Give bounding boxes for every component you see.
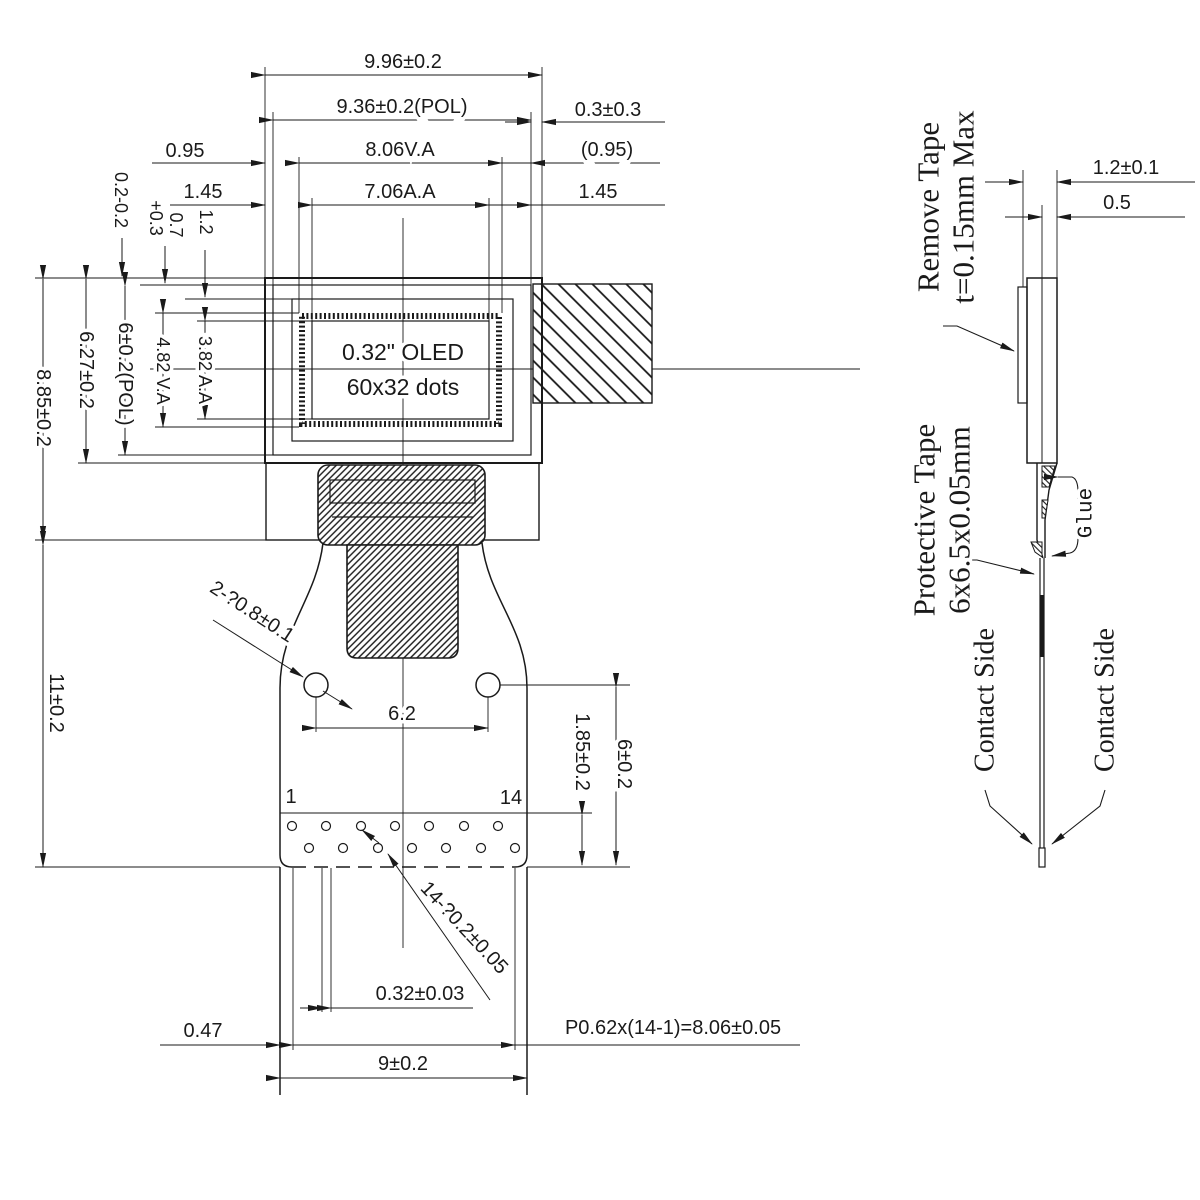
side-dimension-lines — [985, 178, 1195, 221]
alignment-hole-left — [303, 672, 329, 698]
dim-left-145: 1.45 — [184, 181, 223, 203]
protective-tape-label: Protective Tape — [907, 424, 942, 617]
side-leaders — [943, 325, 1106, 845]
dim-pol-height: 6±0.2(POL) — [114, 322, 136, 425]
dim-hole-span: 6.2 — [388, 703, 416, 725]
dim-right-095: (0.95) — [581, 139, 633, 161]
fpc-inner-outline — [329, 479, 476, 504]
dim-pad-zone: 6±0.2 — [613, 739, 635, 789]
tol-07: 0.7 — [166, 212, 186, 237]
pin-14-label: 14 — [500, 787, 522, 809]
extension-lines — [35, 67, 665, 1050]
side-view: 1.2±0.1 0.5 Remove Tape t=0.15mm Max Pro… — [903, 106, 1195, 868]
dim-overall-width: 9.96±0.2 — [364, 51, 442, 73]
tail-outline-right — [481, 542, 528, 868]
frame-outline — [291, 298, 514, 442]
contact-side-label-right: Contact Side — [1090, 628, 1121, 772]
dim-holes-callout: 2-?0.8±0.1 — [206, 577, 298, 647]
dim-va-width: 8.06V.A — [365, 139, 435, 161]
pin-1-label: 1 — [285, 786, 296, 808]
viewing-area-dotted-border — [299, 313, 502, 427]
polarizer-outline — [272, 284, 532, 456]
tol-02: 0.2-0.2 — [111, 172, 131, 228]
dim-overall-height: 8.85±0.2 — [32, 369, 54, 447]
dim-pitch: P0.62x(14-1)=8.06±0.05 — [565, 1017, 781, 1039]
fpc-fold-hatch-block — [532, 283, 653, 404]
dim-edge-to-pin: 0.47 — [184, 1020, 223, 1042]
front-view: 0.32" OLED 60x32 dots 1 14 — [29, 48, 860, 1095]
fpc-neck-hatch — [346, 544, 459, 659]
tol-12: 1.2 — [196, 209, 216, 234]
dim-total-thickness: 1.2±0.1 — [1093, 157, 1160, 179]
dim-glass-height: 6.27±0.2 — [75, 331, 97, 409]
side-tail-tip — [1038, 847, 1046, 868]
dimension-lines — [39, 71, 800, 1082]
dim-tail-width: 9±0.2 — [378, 1053, 428, 1075]
dim-aa-width: 7.06A.A — [364, 181, 436, 203]
glue-hatch-lower — [1030, 541, 1043, 558]
protective-tape-spec: 6x6.5x0.05mm — [942, 426, 977, 614]
contact-side-label-left: Contact Side — [970, 628, 1001, 772]
remove-tape-label: Remove Tape — [911, 122, 946, 292]
side-contact-pads-black — [1040, 595, 1044, 657]
dim-aa-height: 3.82 A.A — [195, 336, 215, 404]
remove-tape-strip — [1017, 286, 1028, 404]
dim-va-height: 4.82 V.A — [153, 337, 173, 404]
dim-panel-thickness: 0.5 — [1103, 192, 1131, 214]
dim-left-095: 0.95 — [166, 140, 205, 162]
dim-pad-height: 1.85±0.2 — [571, 713, 593, 791]
pad-row — [286, 820, 521, 854]
side-extension-lines — [1022, 170, 1058, 350]
tail-outline-left — [279, 542, 324, 868]
alignment-hole-right — [475, 672, 501, 698]
dim-edge-right: 0.3±0.3 — [575, 99, 642, 121]
remove-tape-spec: t=0.15mm Max — [946, 110, 981, 304]
tol-03: +0.3 — [146, 200, 166, 236]
dim-right-145: 1.45 — [579, 181, 618, 203]
dim-tail-height: 11±0.2 — [45, 673, 67, 733]
dim-pol-width: 9.36±0.2(POL) — [336, 96, 467, 118]
fpc-bond-area-hatch — [317, 464, 486, 546]
glue-label: Glue — [1076, 488, 1099, 538]
display-resolution-text: 60x32 dots — [347, 374, 460, 400]
dim-pad-width: 0.32±0.03 — [376, 983, 465, 1005]
display-size-text: 0.32" OLED — [342, 339, 464, 365]
active-area-outline — [311, 320, 490, 420]
